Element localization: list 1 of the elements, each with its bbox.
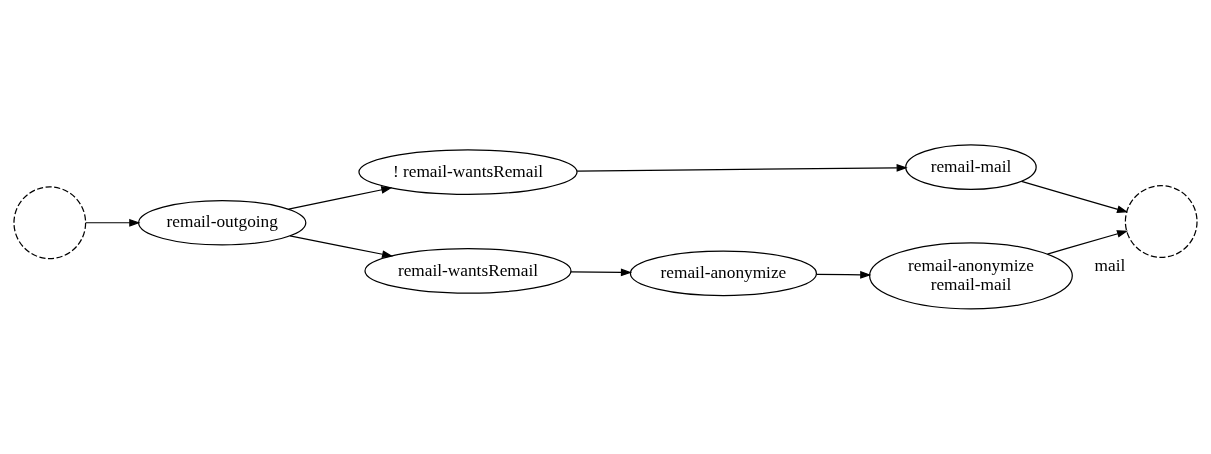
node-label: mail: [1094, 256, 1126, 276]
